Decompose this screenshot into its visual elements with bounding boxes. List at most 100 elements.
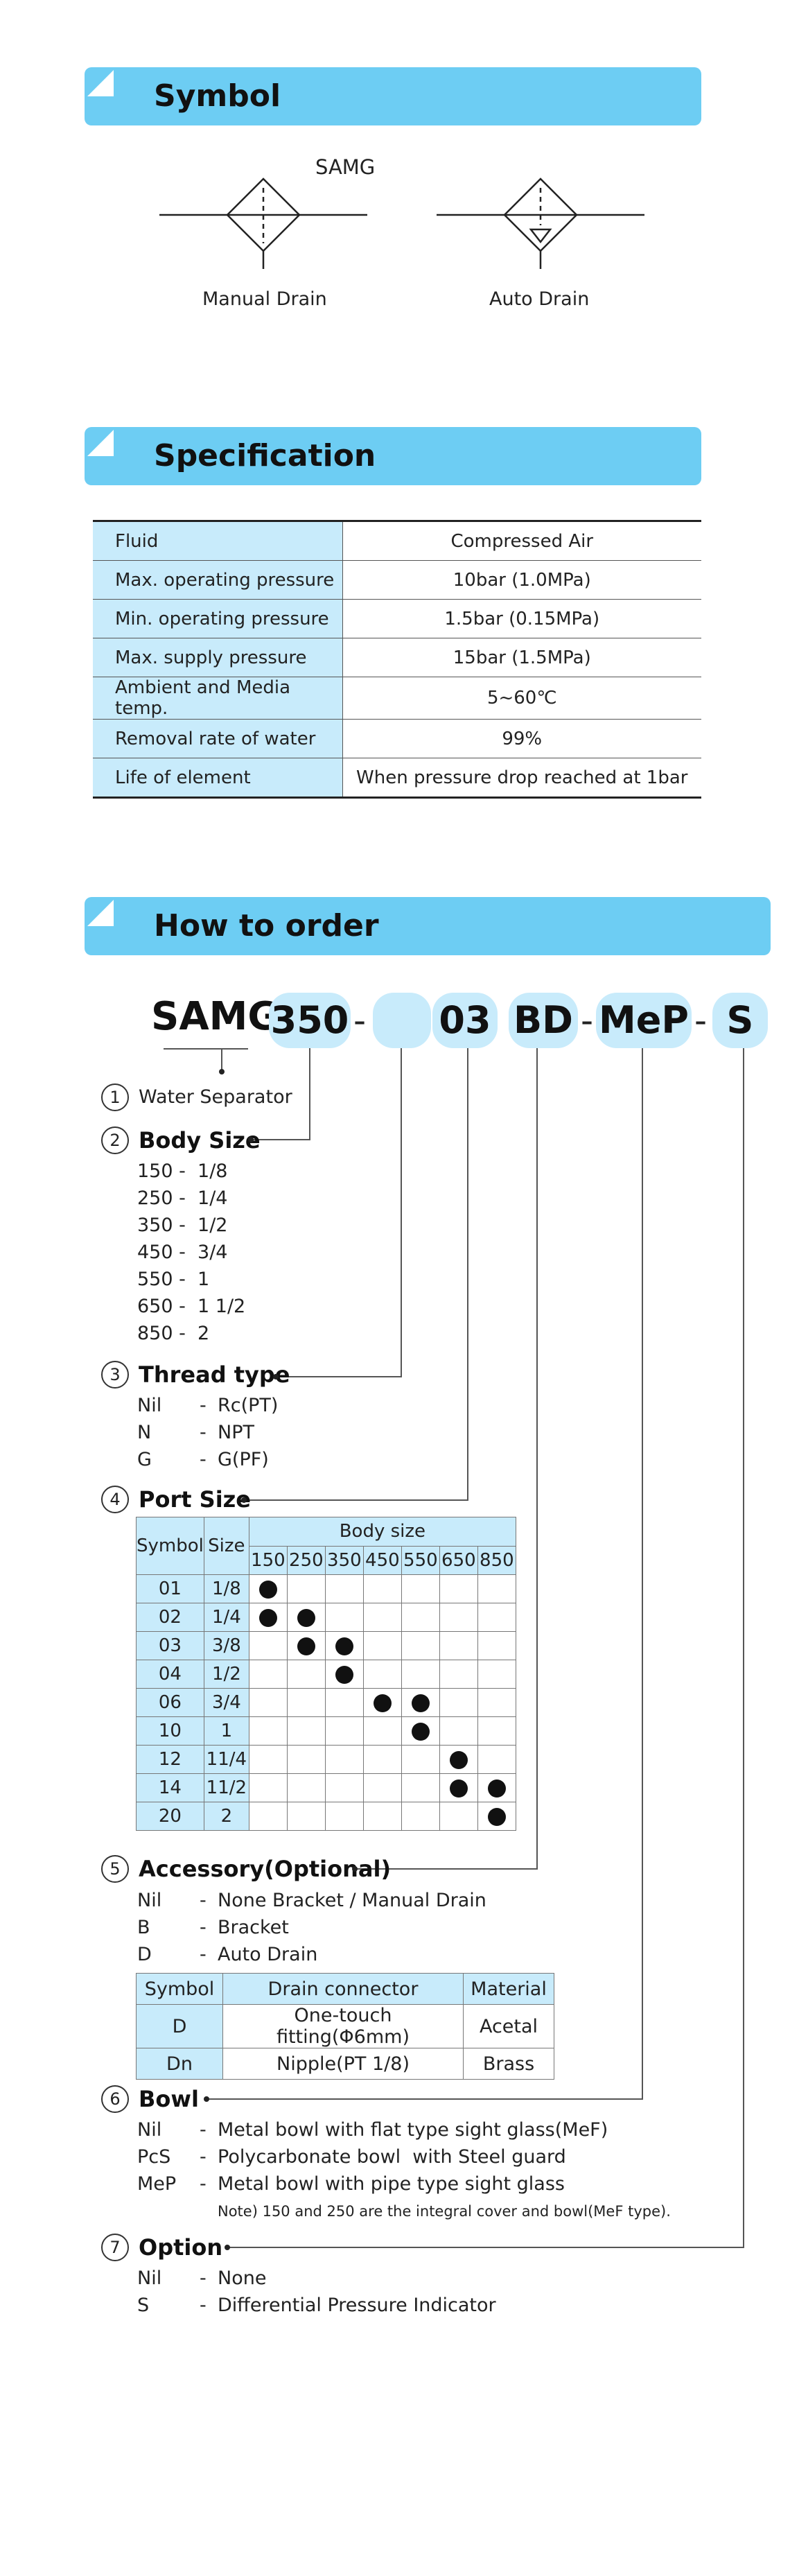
cell-symbol: 12	[136, 1745, 204, 1774]
spec-value: 99%	[342, 719, 701, 758]
cell-mark	[401, 1603, 440, 1632]
body-size-item: 850 - 2	[137, 1323, 210, 1344]
thread-desc: Rc(PT)	[218, 1395, 279, 1416]
size-connector	[309, 1048, 310, 1140]
cell-symbol: 02	[136, 1603, 204, 1632]
filled-circle-icon	[487, 1779, 506, 1798]
bowl-dash: -	[200, 2146, 207, 2168]
accessory-title: Accessory(Optional)	[139, 1856, 392, 1882]
cell-mark	[401, 1574, 440, 1603]
body-size-item: 450 - 3/4	[137, 1242, 228, 1263]
corner-triangle-icon	[87, 430, 114, 456]
spec-value: Compressed Air	[342, 520, 701, 561]
thread-dash: -	[200, 1395, 207, 1416]
symbol-header: Symbol	[85, 67, 701, 125]
connector-dot	[248, 1137, 254, 1142]
how-to-order-header: How to order	[85, 897, 771, 955]
table-header-row: Symbol Size Body size	[136, 1517, 516, 1575]
cell-symbol: 20	[136, 1802, 204, 1831]
thread-code: G	[137, 1449, 152, 1470]
accessory-dash: -	[200, 1890, 207, 1911]
spec-value: 15bar (1.5MPa)	[342, 638, 701, 677]
cell-material: Acetal	[463, 2004, 554, 2048]
cell-mark	[477, 1603, 516, 1632]
table-header-row: Symbol Drain connector Material	[136, 1973, 554, 2005]
header-body-size-250: 250	[286, 1545, 326, 1575]
bowl-code: Nil	[137, 2119, 162, 2141]
cell-mark	[286, 1802, 326, 1831]
spec-key: Ambient and Media temp.	[93, 677, 343, 720]
header-body-size: Body size	[248, 1517, 516, 1547]
accessory-desc: Bracket	[218, 1917, 289, 1938]
cell-mark	[286, 1773, 326, 1802]
spec-value: When pressure drop reached at 1bar	[342, 758, 701, 799]
spec-value: 10bar (1.0MPa)	[342, 560, 701, 600]
cell-mark	[401, 1745, 440, 1774]
cell-mark	[324, 1688, 364, 1717]
accessory-connector	[536, 1048, 538, 1869]
cell-mark	[286, 1631, 326, 1660]
cell-symbol: 10	[136, 1716, 204, 1746]
filled-circle-icon	[449, 1779, 468, 1798]
order-code-dash: -	[694, 1000, 708, 1041]
auto-drain-label: Auto Drain	[489, 288, 590, 310]
order-code-prefix: SAMG	[151, 994, 280, 1039]
cell-mark	[286, 1716, 326, 1746]
filled-circle-icon	[258, 1608, 277, 1627]
cell-mark	[286, 1660, 326, 1689]
manual-drain-symbol-icon	[159, 177, 367, 269]
order-code-thread	[373, 993, 431, 1048]
cell-size: 11/2	[203, 1773, 249, 1802]
filled-circle-icon	[335, 1637, 353, 1655]
cell-mark	[401, 1660, 440, 1689]
table-row: D One-touch fitting(Φ6mm) Acetal	[136, 2004, 554, 2048]
corner-triangle-icon	[87, 900, 114, 926]
cell-mark	[439, 1688, 478, 1717]
thread-dash: -	[200, 1422, 207, 1443]
cell-mark	[477, 1802, 516, 1831]
body-size-item: 350 - 1/2	[137, 1215, 228, 1236]
table-row: Dn Nipple(PT 1/8) Brass	[136, 2048, 554, 2080]
spec-value: 5~60℃	[342, 677, 701, 720]
cell-mark	[439, 1603, 478, 1632]
step-number-5: 5	[101, 1855, 129, 1883]
cell-mark	[401, 1802, 440, 1831]
filled-circle-icon	[297, 1637, 315, 1655]
filled-circle-icon	[411, 1694, 430, 1712]
cell-symbol: 04	[136, 1660, 204, 1689]
cell-mark	[286, 1603, 326, 1632]
port-connector	[467, 1048, 468, 1500]
cell-symbol: 14	[136, 1773, 204, 1802]
spec-key: Life of element	[93, 758, 343, 799]
specification-header-title: Specification	[154, 438, 376, 473]
cell-mark	[248, 1745, 288, 1774]
cell-mark	[362, 1631, 402, 1660]
cell-material: Brass	[463, 2048, 554, 2080]
thread-type-title: Thread type	[139, 1361, 290, 1388]
cell-size: 1/2	[203, 1660, 249, 1689]
bowl-dash: -	[200, 2119, 207, 2141]
cell-mark	[401, 1631, 440, 1660]
thread-code: Nil	[137, 1395, 162, 1416]
cell-mark	[477, 1745, 516, 1774]
order-code-bowl: MeP	[596, 993, 692, 1048]
connector-dot	[204, 2096, 209, 2102]
order-code-size: 350	[269, 993, 351, 1048]
manual-drain-label: Manual Drain	[202, 288, 327, 310]
option-code: S	[137, 2295, 150, 2316]
bowl-desc: Metal bowl with flat type sight glass(Me…	[218, 2119, 608, 2141]
symbol-header-title: Symbol	[154, 78, 281, 114]
cell-mark	[324, 1603, 364, 1632]
cell-mark	[286, 1745, 326, 1774]
thread-desc: G(PF)	[218, 1449, 269, 1470]
